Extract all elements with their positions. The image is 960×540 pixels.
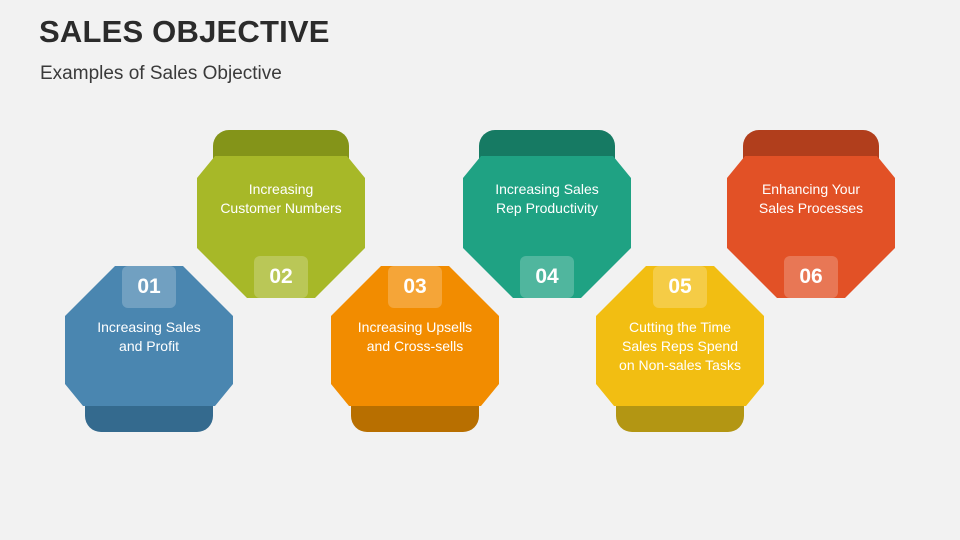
objective-card-05: 05 Cutting the Time Sales Reps Spend on … [596,266,764,434]
card-shape [727,130,895,298]
objective-card-01: 01 Increasing Sales and Profit [65,266,233,434]
page-title: SALES OBJECTIVE [39,14,330,49]
card-shape [197,130,365,298]
card-shape [596,266,764,432]
card-number: 06 [784,256,838,298]
card-number: 01 [122,266,176,308]
card-shape [331,266,499,432]
objective-card-02: 02 Increasing Customer Numbers [197,130,365,298]
card-text: Increasing Sales and Profit [97,319,201,354]
card-text: Increasing Upsells and Cross-sells [357,319,473,354]
card-text: Increasing Customer Numbers [220,181,342,216]
card-number: 04 [520,256,574,298]
card-number: 03 [388,266,442,308]
card-text: Enhancing Your Sales Processes [758,181,864,216]
objective-card-03: 03 Increasing Upsells and Cross-sells [331,266,499,434]
objective-card-06: 06 Enhancing Your Sales Processes [727,130,895,298]
objective-card-04: 04 Increasing Sales Rep Productivity [463,130,631,298]
card-number: 02 [254,256,308,298]
page-subtitle: Examples of Sales Objective [40,63,282,84]
card-shape [65,266,233,432]
card-number: 05 [653,266,707,308]
card-shape [463,130,631,298]
card-text: Increasing Sales Rep Productivity [495,181,599,216]
card-text: Cutting the Time Sales Reps Spend on Non… [619,319,741,373]
